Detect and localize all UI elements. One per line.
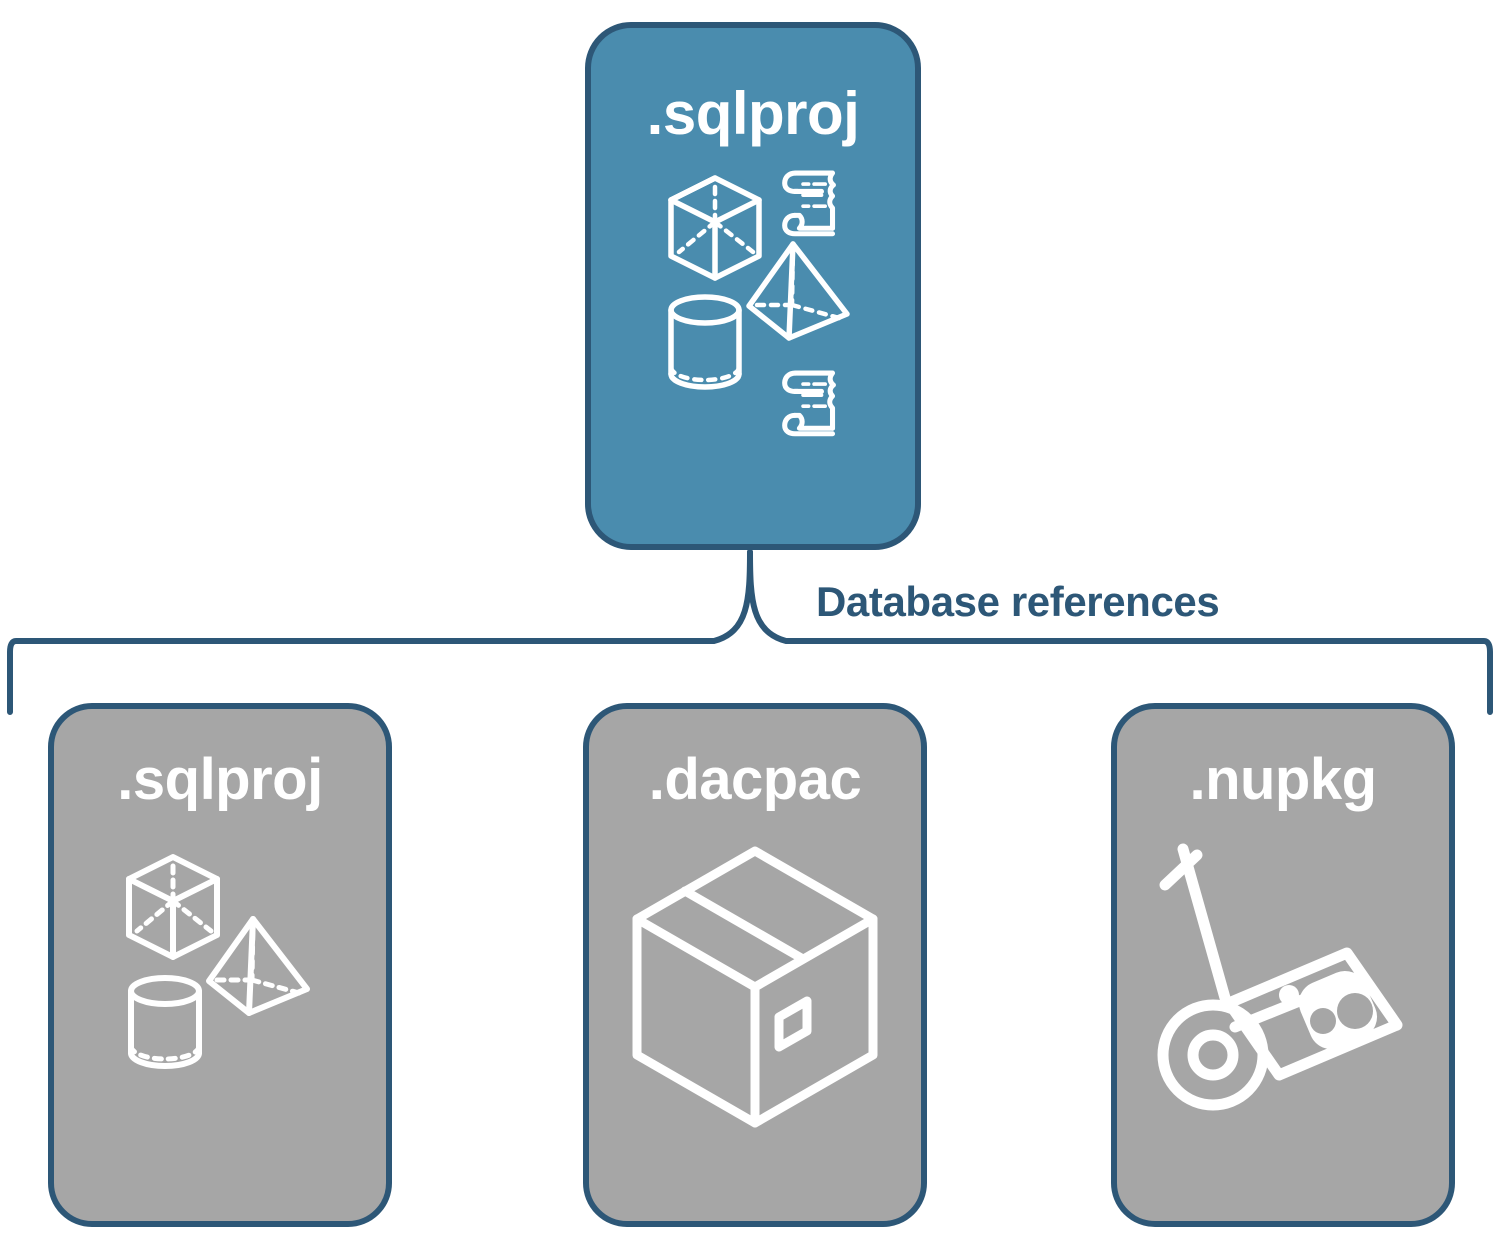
scroll-script-icon [782,370,836,437]
root-node-icon-group [591,144,915,544]
hand-truck-package-icon [1157,843,1403,1111]
child-node-label: .dacpac [648,747,862,812]
shipping-box-svg [632,846,878,1128]
child-shapes-svg [126,854,310,1069]
hand-truck-svg [1157,843,1403,1111]
child-node-nupkg[interactable]: .nupkg [1111,703,1455,1227]
cylinder-wireframe-icon [668,294,742,390]
pyramid-wireframe-icon [206,916,310,1016]
child-node-label: .sqlproj [117,747,323,812]
cylinder-wireframe-icon [128,975,202,1069]
scroll-script-icon [782,170,836,237]
child-node-sqlproj[interactable]: .sqlproj [48,703,392,1227]
child-node-label: .nupkg [1189,747,1377,812]
cube-wireframe-icon [668,175,762,281]
child-node-icon-group [589,809,921,1221]
child-node-icon-group [54,809,386,1221]
cube-wireframe-icon [126,854,220,960]
pyramid-wireframe-icon [746,241,850,341]
child-node-icon-group [1117,809,1449,1221]
child-node-dacpac[interactable]: .dacpac [583,703,927,1227]
root-node-sqlproj[interactable]: .sqlproj [585,22,921,550]
root-shapes-svg [668,170,850,437]
root-node-label: .sqlproj [646,80,860,147]
connector-label: Database references [816,578,1220,625]
shipping-box-icon [632,846,878,1128]
